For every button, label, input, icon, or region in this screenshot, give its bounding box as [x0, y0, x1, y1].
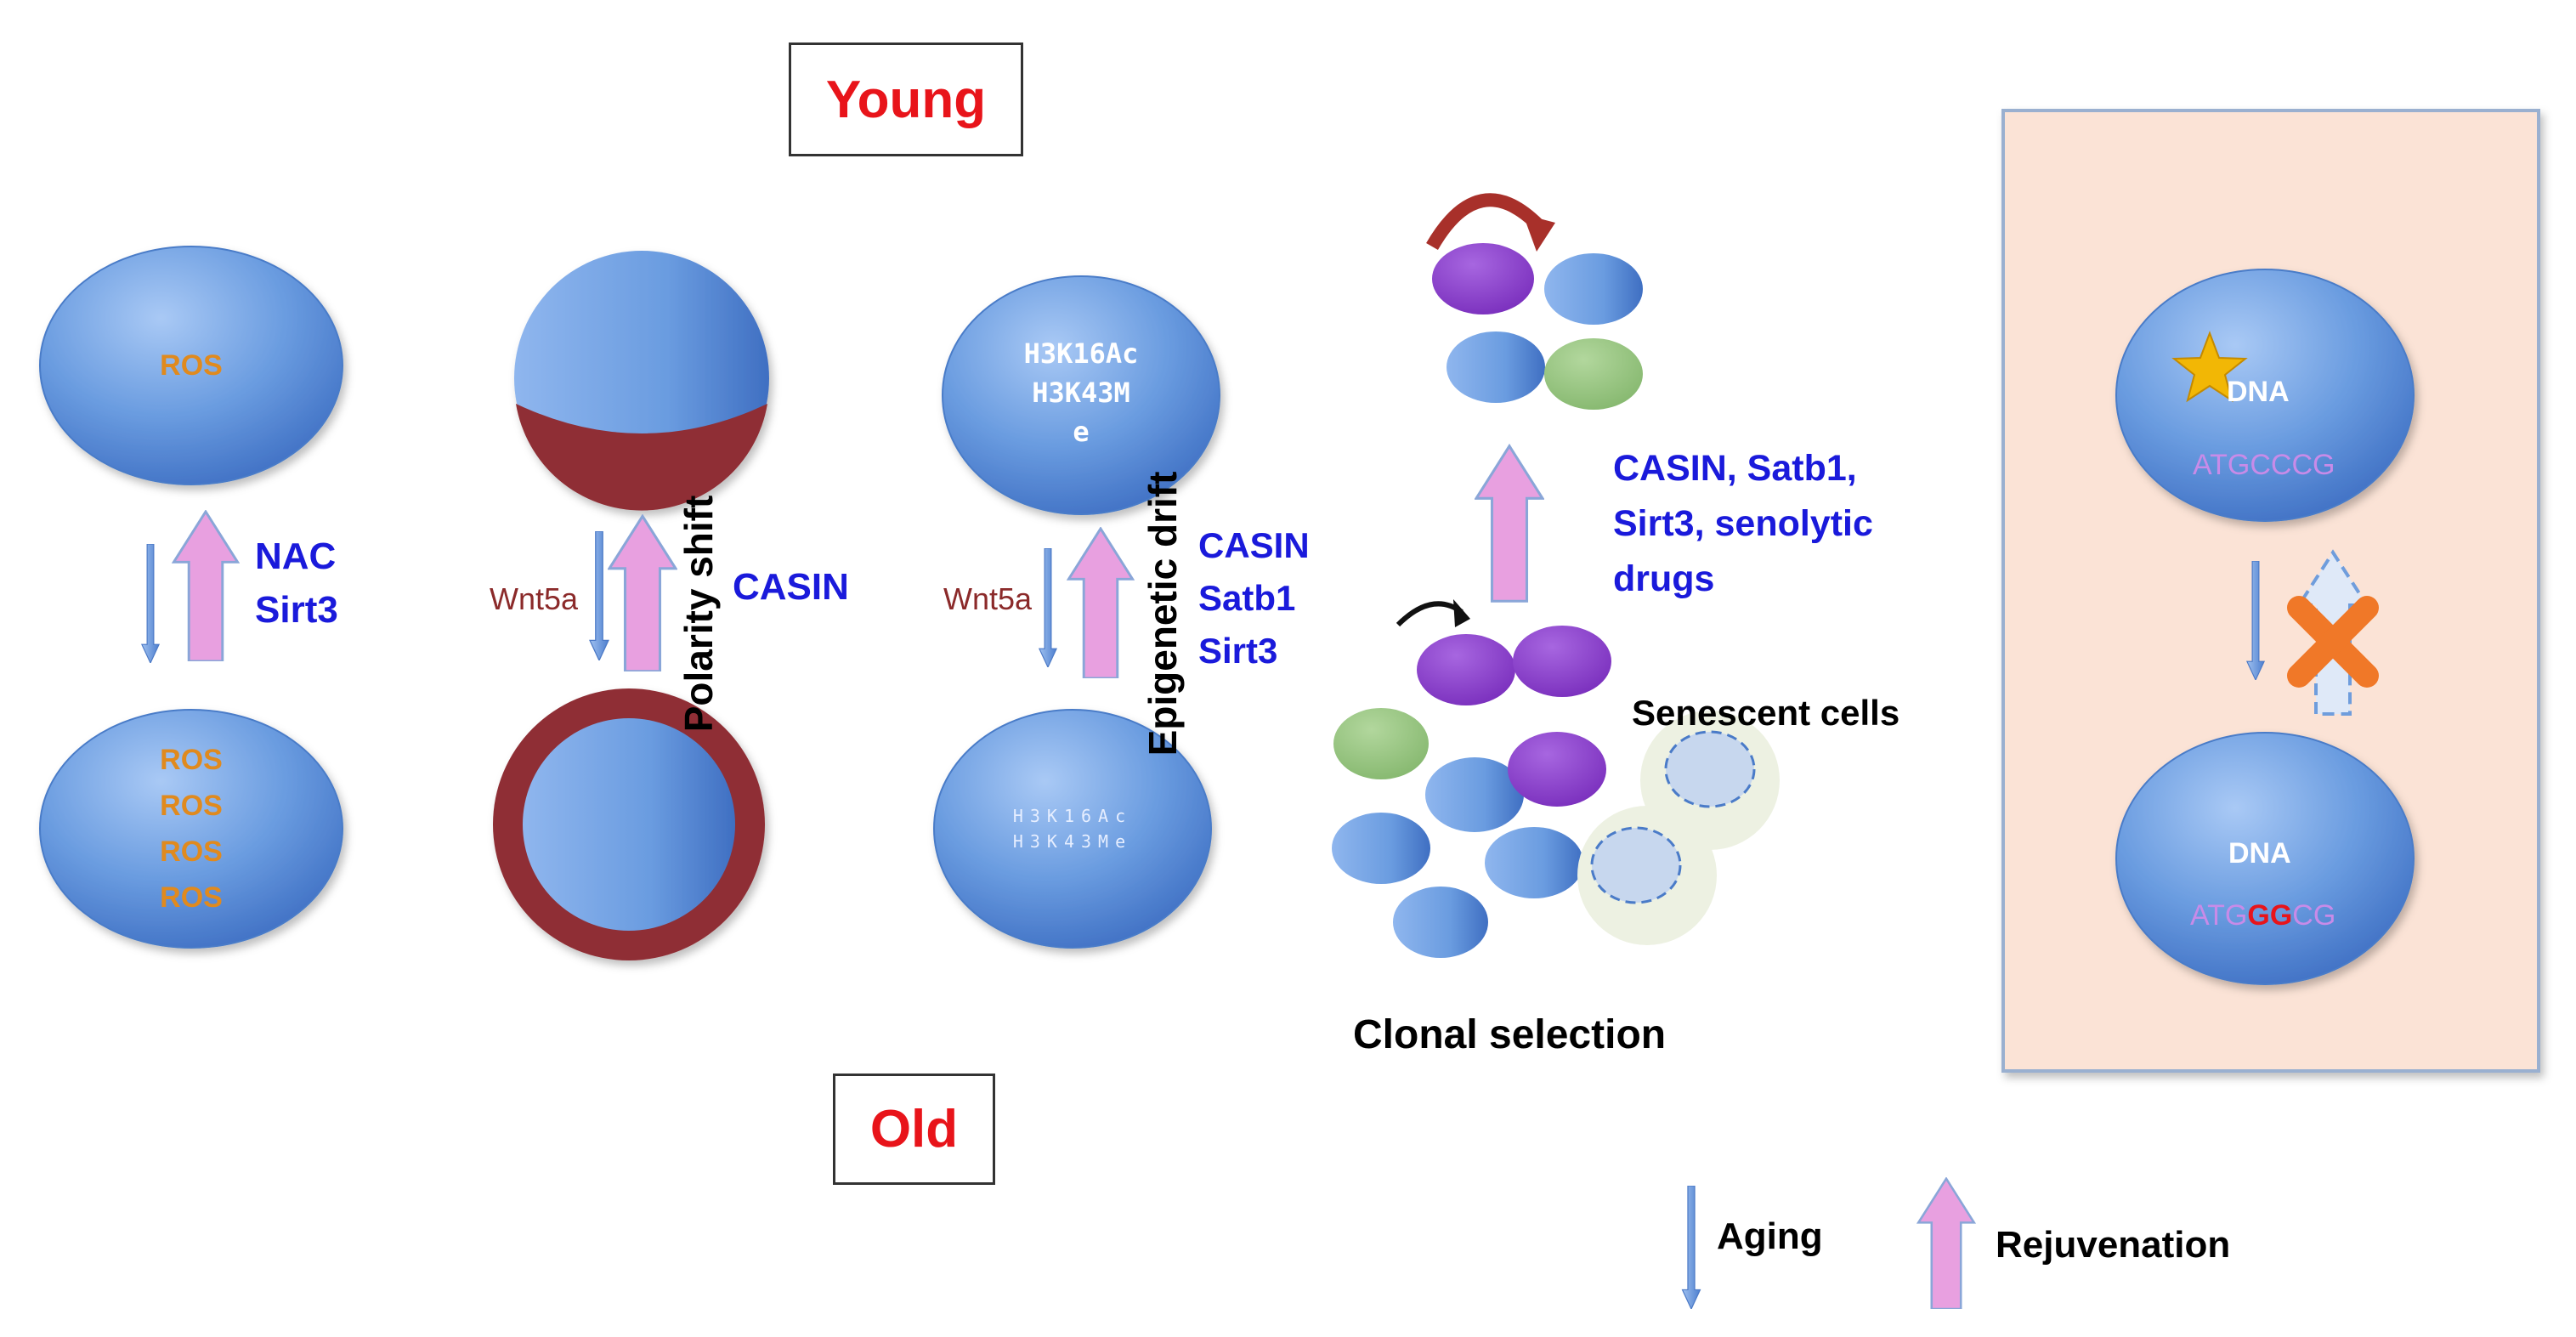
casin-label-1: CASIN	[733, 566, 849, 608]
old-ros-label: ROS	[160, 790, 223, 822]
clone-blue-2	[1447, 331, 1545, 403]
rejuvenation-arrow-2	[608, 514, 677, 671]
treatment-line-1: CASIN, Satb1,	[1613, 448, 1857, 489]
clone-blue-1	[1544, 253, 1643, 325]
satb1-label: Satb1	[1198, 578, 1296, 618]
rejuvenation-arrow-4	[1475, 445, 1544, 603]
young-epigenetic-marks: H3K16Ac H3K43M e	[1024, 334, 1139, 451]
clone-blue-4	[1332, 813, 1430, 884]
old-epigenetic-marks: H3K16Ac H3K43Me	[1013, 803, 1132, 854]
curved-arrow-top-head	[1523, 214, 1555, 252]
treatment-line-3: drugs	[1613, 558, 1715, 599]
star-icon	[2171, 331, 2248, 403]
clonal-selection-label: Clonal selection	[1353, 1012, 1667, 1057]
sirt3-label-2: Sirt3	[1198, 631, 1278, 671]
clone-green-2	[1333, 708, 1429, 779]
old-ros-label: ROS	[160, 881, 223, 914]
senescent-cell-2-core	[1590, 826, 1682, 904]
clone-green-1	[1544, 338, 1643, 410]
clone-blue-6	[1393, 887, 1488, 958]
legend-rejuvenation-label: Rejuvenation	[1996, 1224, 2231, 1266]
mutated-bases: GG	[2247, 899, 2293, 932]
rejuvenation-arrow-1	[172, 510, 240, 661]
senescent-cell-1-core	[1664, 730, 1756, 808]
old-apolar-cell	[493, 688, 765, 960]
aging-arrow-1	[141, 544, 160, 663]
young-title-box: Young	[789, 42, 1023, 156]
clone-purple-3	[1513, 626, 1611, 697]
clone-purple-2	[1417, 634, 1515, 705]
clone-purple-1	[1432, 243, 1534, 314]
h3k43me-label: H3K43M	[1032, 377, 1130, 409]
treatment-line-2: Sirt3, senolytic	[1613, 503, 1873, 544]
polarity-shift-label: Polarity shift	[677, 495, 721, 733]
curved-arrow-small	[1396, 601, 1464, 627]
sirt3-label-1: Sirt3	[255, 589, 338, 631]
young-ros-cell	[39, 246, 343, 485]
rejuvenation-arrow-3	[1067, 527, 1135, 678]
wnt5a-label-2: Wnt5a	[943, 581, 1033, 616]
old-title-box: Old	[833, 1074, 995, 1185]
legend-aging-arrow-icon	[1681, 1186, 1701, 1309]
aging-arrow-3	[1039, 548, 1057, 667]
young-dna-sequence: ATGCCCG	[2193, 449, 2335, 481]
old-dna-sequence: ATGGGCG	[2190, 899, 2335, 932]
curved-arrow-small-head	[1453, 599, 1470, 627]
clone-blue-5	[1485, 827, 1583, 898]
h3k43me-label-wrap: e	[1073, 416, 1090, 448]
old-seq-part-1: ATG	[2190, 899, 2248, 932]
curved-arrow-top	[1426, 193, 1543, 251]
old-ros-label: ROS	[160, 836, 223, 868]
young-epigenetic-cell	[942, 275, 1220, 515]
young-ros-label: ROS	[160, 349, 223, 382]
old-ros-label: ROS	[160, 744, 223, 776]
old-ros-cell	[39, 709, 343, 949]
wnt5a-label-1: Wnt5a	[489, 581, 579, 616]
h3k43me-faded-label: H3K43Me	[1012, 831, 1133, 852]
h3k16ac-label: H3K16Ac	[1023, 337, 1139, 370]
aging-arrow-2	[589, 531, 609, 660]
old-dna-cell	[2115, 732, 2415, 985]
old-epigenetic-cell	[933, 709, 1212, 949]
old-dna-label: DNA	[2228, 837, 2291, 870]
young-dna-cell	[2115, 269, 2415, 522]
legend-rejuvenation-arrow-icon	[1916, 1177, 1976, 1309]
nac-label: NAC	[255, 535, 337, 577]
epigenetic-drift-label: Epigenetic drift	[1141, 471, 1185, 756]
senescent-cells-label: Senescent cells	[1632, 693, 1900, 733]
old-seq-part-3: CG	[2292, 899, 2336, 932]
old-title: Old	[869, 1100, 959, 1159]
x-mark-icon	[2287, 596, 2379, 688]
young-title: Young	[825, 70, 987, 129]
young-polar-cell	[514, 251, 769, 511]
clone-blue-3	[1425, 757, 1524, 832]
old-ros-stack: ROS ROS ROS ROS	[160, 737, 223, 921]
young-dna-label: DNA	[2227, 376, 2290, 408]
casin-label-2: CASIN	[1198, 525, 1310, 565]
h3k16ac-faded-label: H3K16Ac	[1012, 806, 1133, 826]
clone-purple-4	[1508, 732, 1606, 807]
legend-aging-label: Aging	[1717, 1215, 1823, 1257]
